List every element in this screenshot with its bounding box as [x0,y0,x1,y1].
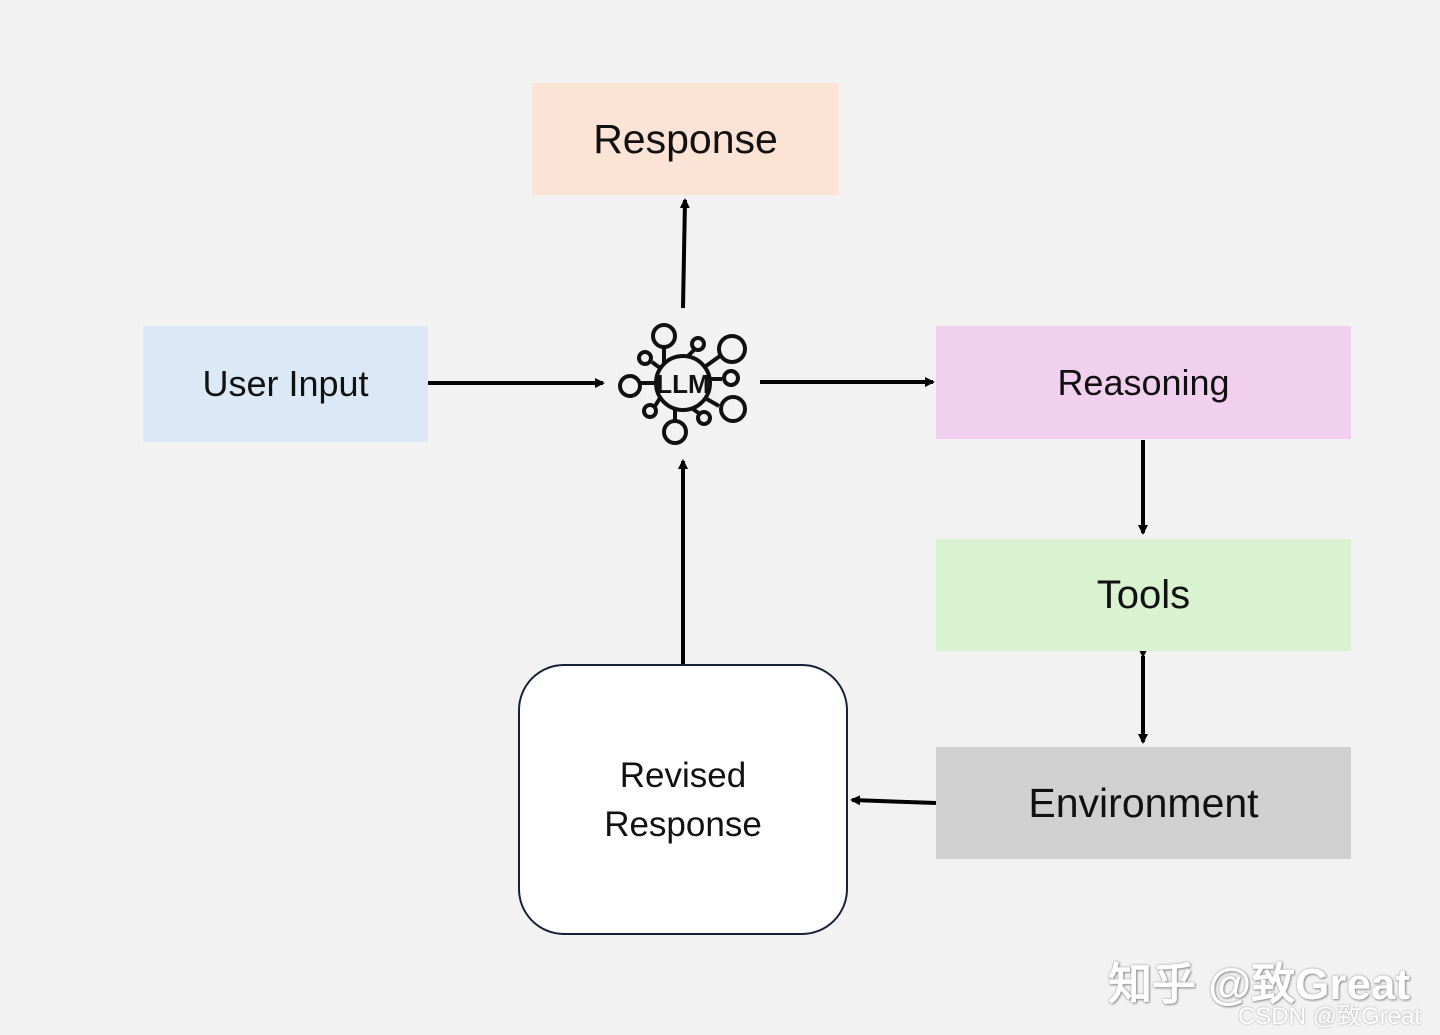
tools-node: Tools [936,539,1351,651]
watermark-csdn: CSDN @致Great [1238,1003,1422,1030]
revised-response-label-line1: Revised [619,755,747,795]
llm-network-icon [618,323,747,445]
user-input-node: User Input [143,326,428,442]
reasoning-label: Reasoning [1057,361,1230,403]
edge-llm-response [679,198,690,309]
revised-response-node: Revised Response [518,664,848,935]
revised-response-label-line2: Response [604,804,762,844]
response-label: Response [593,115,778,162]
user-input-label: User Input [202,363,369,404]
environment-label: Environment [1028,779,1259,826]
response-node: Response [532,83,839,195]
watermark-zhihu: 知乎 @致Great [1108,960,1411,1009]
edge-environment-revised [850,795,937,806]
reasoning-node: Reasoning [936,326,1351,439]
tools-label: Tools [1096,572,1191,617]
environment-node: Environment [936,747,1351,859]
llm-label: LLM [656,369,709,399]
